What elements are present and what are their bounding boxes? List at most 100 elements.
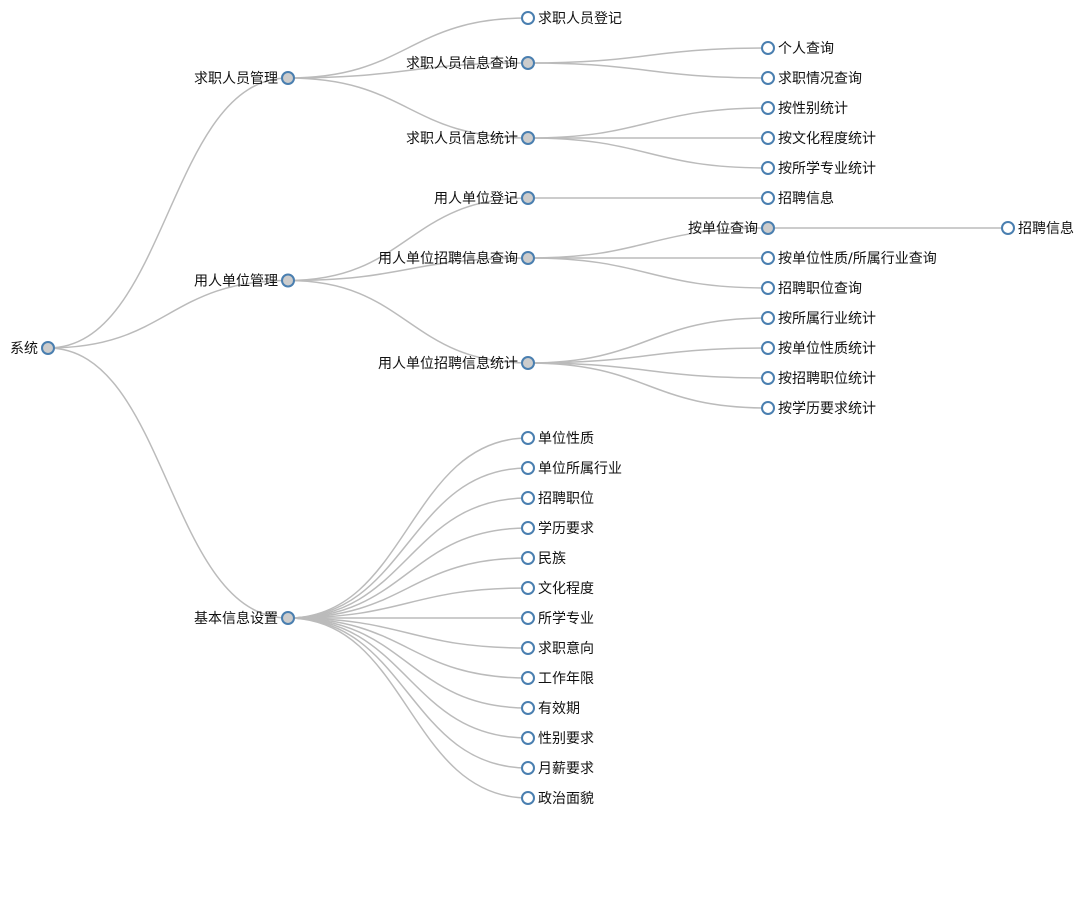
leaf-node-circle[interactable] (521, 611, 535, 625)
node-label: 单位性质 (538, 431, 594, 447)
leaf-node-circle[interactable] (761, 281, 775, 295)
leaf-node-circle[interactable] (521, 11, 535, 25)
tree-node[interactable]: 工作年限 (521, 671, 594, 687)
tree-node[interactable]: 求职意向 (521, 640, 594, 657)
branch-node-circle[interactable] (521, 251, 535, 265)
leaf-node-circle[interactable] (761, 341, 775, 355)
tree-node[interactable]: 单位所属行业 (521, 461, 622, 477)
tree-node[interactable]: 基本信息设置 (194, 610, 295, 627)
tree-node[interactable]: 单位性质 (521, 431, 594, 447)
node-label: 文化程度 (538, 581, 594, 597)
tree-node[interactable]: 按所属行业统计 (761, 311, 876, 327)
tree-link (47, 347, 289, 619)
tree-node[interactable]: 招聘信息 (1001, 220, 1074, 237)
leaf-node-circle[interactable] (761, 131, 775, 145)
branch-node-circle[interactable] (521, 56, 535, 70)
leaf-node-circle[interactable] (761, 401, 775, 415)
tree-node[interactable]: 按招聘职位统计 (761, 371, 876, 387)
branch-node-circle[interactable] (41, 341, 55, 355)
node-label: 按所属行业统计 (778, 311, 876, 327)
tree-node[interactable]: 用人单位登记 (434, 191, 535, 207)
branch-node-circle[interactable] (521, 356, 535, 370)
tree-node[interactable]: 求职人员信息统计 (406, 130, 535, 147)
tree-node[interactable]: 用人单位管理 (194, 273, 295, 290)
tree-node[interactable]: 求职人员信息查询 (406, 55, 535, 72)
leaf-node-circle[interactable] (521, 641, 535, 655)
tree-node[interactable]: 按所学专业统计 (761, 161, 876, 177)
leaf-node-circle[interactable] (521, 431, 535, 445)
branch-node-circle[interactable] (521, 131, 535, 145)
tree-node[interactable]: 按文化程度统计 (761, 131, 876, 147)
node-label: 按招聘职位统计 (778, 371, 876, 387)
node-label: 性别要求 (538, 731, 594, 747)
tree-node[interactable]: 招聘职位 (521, 491, 594, 507)
node-label: 求职人员信息统计 (406, 130, 518, 147)
leaf-node-circle[interactable] (521, 671, 535, 685)
leaf-node-circle[interactable] (761, 101, 775, 115)
tree-node[interactable]: 月薪要求 (521, 761, 594, 777)
tree-link (287, 62, 529, 79)
tree-node[interactable]: 有效期 (521, 701, 580, 717)
leaf-node-circle[interactable] (761, 311, 775, 325)
leaf-node-circle[interactable] (761, 251, 775, 265)
tree-node[interactable]: 学历要求 (521, 521, 594, 537)
leaf-node-circle[interactable] (521, 791, 535, 805)
branch-node-circle[interactable] (281, 71, 295, 85)
node-label: 所学专业 (538, 611, 594, 627)
node-label: 工作年限 (538, 671, 594, 687)
branch-node-circle[interactable] (521, 191, 535, 205)
node-label: 按单位查询 (688, 221, 758, 237)
node-label: 用人单位招聘信息统计 (378, 355, 518, 372)
leaf-node-circle[interactable] (521, 761, 535, 775)
leaf-node-circle[interactable] (761, 71, 775, 85)
tree-node[interactable]: 个人查询 (761, 41, 834, 57)
tree-link (527, 257, 769, 289)
branch-node-circle[interactable] (761, 221, 775, 235)
tree-node[interactable]: 求职人员管理 (194, 71, 295, 87)
leaf-node-circle[interactable] (761, 161, 775, 175)
leaf-node-circle[interactable] (521, 461, 535, 475)
tree-node[interactable]: 招聘职位查询 (761, 281, 862, 297)
leaf-node-circle[interactable] (761, 41, 775, 55)
tree-link (527, 47, 769, 64)
tree-node[interactable]: 招聘信息 (761, 190, 834, 207)
tree-node[interactable]: 系统 (10, 341, 55, 357)
leaf-node-circle[interactable] (521, 731, 535, 745)
tree-node[interactable]: 按学历要求统计 (761, 401, 876, 417)
node-label: 招聘信息 (1018, 220, 1074, 237)
tree-node[interactable]: 文化程度 (521, 581, 594, 597)
tree-link (527, 347, 769, 364)
tree-node[interactable]: 按性别统计 (761, 101, 848, 117)
tree-link (527, 227, 769, 259)
tree-node[interactable]: 性别要求 (521, 731, 594, 747)
tree-node[interactable]: 求职人员登记 (521, 11, 622, 27)
tree-node[interactable]: 所学专业 (521, 611, 594, 627)
node-label: 基本信息设置 (194, 610, 278, 627)
leaf-node-circle[interactable] (521, 521, 535, 535)
branch-node-circle[interactable] (281, 611, 295, 625)
branch-node-circle[interactable] (281, 273, 295, 288)
node-label: 求职人员管理 (194, 71, 278, 87)
tree-node[interactable]: 按单位性质/所属行业查询 (761, 251, 937, 267)
leaf-node-circle[interactable] (761, 191, 775, 205)
tree-node[interactable]: 按单位查询 (688, 221, 775, 237)
tree-link (287, 197, 529, 282)
node-label: 招聘职位 (538, 491, 594, 507)
leaf-node-circle[interactable] (521, 551, 535, 565)
node-label: 民族 (538, 551, 566, 567)
tree-node[interactable]: 政治面貌 (521, 791, 594, 807)
node-label: 求职意向 (538, 640, 594, 657)
leaf-node-circle[interactable] (521, 581, 535, 595)
tree-node[interactable]: 民族 (521, 551, 566, 567)
tree-link (287, 497, 529, 619)
leaf-node-circle[interactable] (521, 701, 535, 715)
leaf-node-circle[interactable] (1001, 221, 1015, 235)
tree-node[interactable]: 求职情况查询 (761, 71, 862, 87)
tree-node[interactable]: 用人单位招聘信息查询 (378, 250, 535, 267)
tree-link (47, 77, 289, 349)
leaf-node-circle[interactable] (521, 491, 535, 505)
tree-node[interactable]: 用人单位招聘信息统计 (378, 355, 535, 372)
leaf-node-circle[interactable] (761, 371, 775, 385)
tree-node[interactable]: 按单位性质统计 (761, 341, 876, 357)
